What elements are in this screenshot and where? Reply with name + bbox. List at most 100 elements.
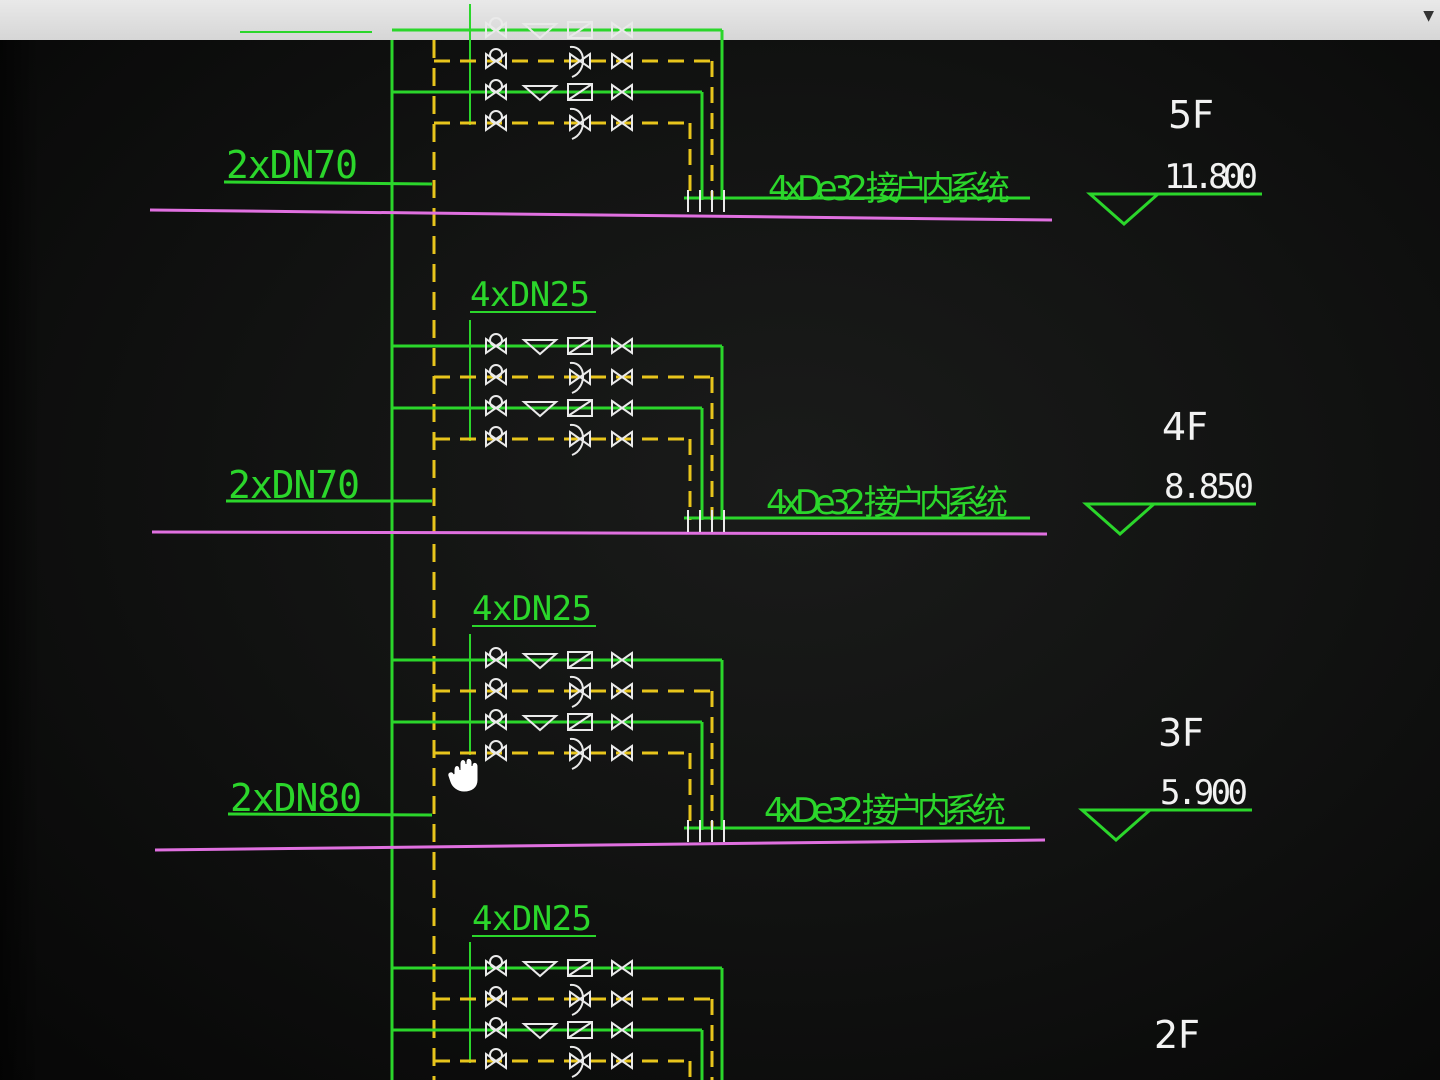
branch-label-5f: 4xDe32 接户内系统 [768, 169, 1010, 209]
gate-valve-icon [494, 337, 507, 355]
floor-name-2f: 2F [1154, 1013, 1200, 1057]
filter-icon [521, 339, 559, 356]
elevation-triangle-icon [1082, 502, 1256, 537]
gate-valve-icon [494, 990, 507, 1008]
floor-line-3f [154, 838, 1046, 852]
gate-valve-icon [611, 368, 624, 386]
gate-valve-icon [569, 744, 582, 762]
branch-label-4f: 4xDe32 接户内系统 [766, 483, 1008, 523]
gate-valve-icon [569, 52, 582, 70]
gate-valve-icon [578, 990, 591, 1008]
supply-label-3f: 2xDN80 [230, 776, 362, 820]
supply-leader-5f [223, 180, 433, 186]
gate-valve-icon [494, 959, 507, 977]
gate-valve-icon [485, 1052, 498, 1070]
heat-meter-icon [567, 959, 593, 977]
gate-valve-icon [611, 114, 624, 132]
meter-group-3f [392, 634, 1030, 842]
gate-valve-icon [494, 682, 507, 700]
gate-valve-icon [611, 21, 624, 39]
gate-valve-icon [620, 1052, 633, 1070]
gate-valve-icon [494, 399, 507, 417]
heat-meter-icon [567, 1021, 593, 1039]
gate-valve-icon [620, 990, 633, 1008]
gate-valve-icon [611, 990, 624, 1008]
elevation-value-5f: 11.800 [1164, 157, 1258, 197]
gate-valve-icon [485, 713, 498, 731]
gate-valve-icon [494, 430, 507, 448]
heat-meter-icon [567, 399, 593, 417]
heat-meter-icon [567, 337, 593, 355]
elevation-mark-5f: 11.800 [1086, 157, 1262, 227]
filter-icon [521, 715, 559, 732]
gate-valve-icon [620, 83, 633, 101]
gate-valve-icon [578, 744, 591, 762]
meter-label-2f: 4xDN25 [472, 899, 592, 939]
elevation-mark-3f: 5.900 [1078, 773, 1252, 843]
scroll-arrow-icon[interactable]: ▼ [1423, 8, 1434, 24]
heat-meter-icon [567, 651, 593, 669]
supply-label-5f: 2xDN70 [226, 143, 358, 187]
supply-leader-3f [227, 812, 433, 817]
gate-valve-icon [569, 1052, 582, 1070]
gate-valve-icon [620, 114, 633, 132]
gate-valve-icon [569, 430, 582, 448]
gate-valve-icon [611, 744, 624, 762]
gate-valve-icon [620, 651, 633, 669]
gate-valve-icon [485, 368, 498, 386]
gate-valve-icon [485, 83, 498, 101]
gate-valve-icon [611, 1052, 624, 1070]
gate-valve-icon [578, 1052, 591, 1070]
heat-meter-icon [567, 337, 593, 355]
gate-valve-icon [494, 52, 507, 70]
gate-valve-icon [578, 682, 591, 700]
gate-valve-icon [578, 114, 591, 132]
filter-icon [521, 653, 559, 670]
gate-valve-icon [494, 713, 507, 731]
gate-valve-icon [578, 52, 591, 70]
gate-valve-icon [485, 430, 498, 448]
gate-valve-icon [578, 430, 591, 448]
heat-meter-icon [567, 713, 593, 731]
gate-valve-icon [569, 990, 582, 1008]
heat-meter-icon [567, 83, 593, 101]
floor-line-5f [149, 208, 1053, 222]
gate-valve-icon [485, 651, 498, 669]
heat-meter-icon [567, 713, 593, 731]
gate-valve-icon [620, 399, 633, 417]
gate-valve-icon [485, 682, 498, 700]
meter-label-3f: 4xDN25 [472, 589, 592, 629]
gate-valve-icon [485, 399, 498, 417]
gate-valve-icon [611, 651, 624, 669]
meter-label-4f: 4xDN25 [470, 275, 590, 315]
window-title-bar: ▼ [0, 0, 1440, 40]
meter-group-4f [392, 320, 1030, 532]
supply-label-4f: 2xDN70 [228, 463, 360, 507]
gate-valve-icon [494, 1021, 507, 1039]
heat-meter-icon [567, 21, 593, 39]
gate-valve-icon [611, 713, 624, 731]
gate-valve-icon [620, 430, 633, 448]
gate-valve-icon [485, 990, 498, 1008]
gate-valve-icon [620, 682, 633, 700]
gate-valve-icon [569, 682, 582, 700]
floor-name-4f: 4F [1162, 405, 1208, 449]
heat-meter-icon [567, 83, 593, 101]
hand-icon [447, 757, 479, 793]
filter-icon [521, 23, 559, 40]
elevation-triangle-icon [1086, 192, 1262, 227]
gate-valve-icon [578, 368, 591, 386]
gate-valve-icon [485, 52, 498, 70]
filter-icon [521, 961, 559, 978]
gate-valve-icon [485, 744, 498, 762]
gate-valve-icon [611, 959, 624, 977]
floor-name-3f: 3F [1158, 711, 1204, 755]
meter-group-2f [392, 942, 724, 1080]
gate-valve-icon [611, 682, 624, 700]
gate-valve-icon [611, 52, 624, 70]
gate-valve-icon [494, 114, 507, 132]
gate-valve-icon [620, 959, 633, 977]
gate-valve-icon [485, 337, 498, 355]
